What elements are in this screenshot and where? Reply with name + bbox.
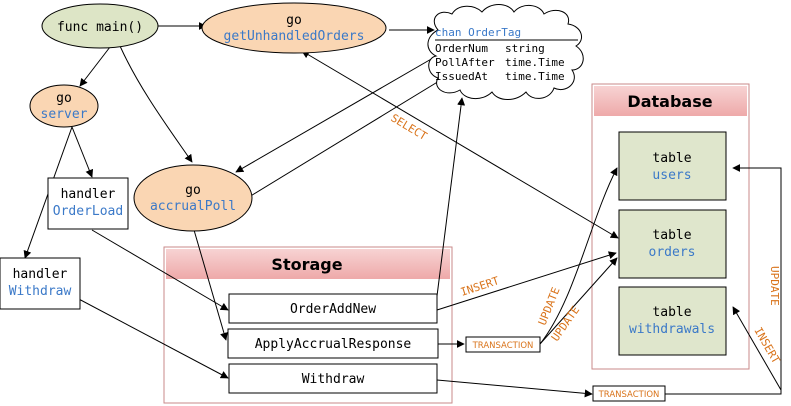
server-name: server bbox=[41, 107, 88, 122]
storage-methods: OrderAddNew ApplyAccrualResponse Withdra… bbox=[227, 293, 439, 394]
getunhandled-name: getUnhandledOrders bbox=[224, 29, 365, 44]
chan-field-1-name: PollAfter bbox=[435, 56, 495, 69]
accrualpoll-name: accrualPoll bbox=[150, 199, 236, 214]
server-kw: go bbox=[56, 91, 72, 106]
node-main: func main() bbox=[41, 3, 159, 49]
storage-title: Storage bbox=[271, 255, 342, 274]
edge-orderload-to-orderaddnew bbox=[91, 229, 229, 311]
node-handler-orderload: handler OrderLoad bbox=[47, 177, 129, 230]
node-server: go server bbox=[29, 84, 99, 128]
label-select: SELECT bbox=[388, 111, 429, 143]
table-users-name: users bbox=[652, 168, 691, 183]
edge-tx2-to-withdrawals bbox=[732, 306, 782, 391]
table-withdrawals-name: withdrawals bbox=[629, 322, 715, 337]
node-getunhandledorders: go getUnhandledOrders bbox=[201, 2, 387, 54]
method-apply-label: ApplyAccrualResponse bbox=[255, 337, 412, 352]
label-update-3: UPDATE bbox=[768, 266, 781, 306]
table-withdrawals-kw: table bbox=[652, 305, 691, 320]
table-users: table users bbox=[618, 131, 727, 201]
method-applyaccrualresponse: ApplyAccrualResponse bbox=[227, 328, 439, 359]
method-orderaddnew-label: OrderAddNew bbox=[290, 302, 376, 317]
edge-orderaddnew-to-orders bbox=[436, 251, 617, 311]
node-accrualpoll: go accrualPoll bbox=[133, 164, 253, 232]
chan-ordertag-cloud: chan OrderTag OrderNum string PollAfter … bbox=[427, 4, 584, 100]
edges bbox=[23, 22, 782, 398]
edge-tx1-to-users bbox=[539, 167, 618, 345]
chan-field-0-name: OrderNum bbox=[435, 42, 488, 55]
table-orders-name: orders bbox=[649, 245, 696, 260]
database-title: Database bbox=[627, 92, 712, 111]
chan-field-2-type: time.Time bbox=[505, 70, 565, 83]
transaction-label-2: TRANSACTION bbox=[598, 390, 660, 400]
edge-main-to-server bbox=[79, 46, 111, 87]
edge-chan-to-accrualpoll bbox=[235, 57, 434, 173]
edge-select bbox=[301, 50, 619, 239]
edge-withdraw-to-withdraw bbox=[57, 287, 229, 379]
edge-main-to-accrualpoll bbox=[119, 45, 193, 163]
method-orderaddnew: OrderAddNew bbox=[228, 293, 438, 324]
table-users-kw: table bbox=[652, 151, 691, 166]
transaction-label-1: TRANSACTION bbox=[472, 341, 534, 351]
edge-accrualpoll-to-apply bbox=[193, 229, 228, 341]
chan-field-1-type: time.Time bbox=[505, 56, 565, 69]
method-withdraw: Withdraw bbox=[228, 363, 438, 394]
table-orders-kw: table bbox=[652, 228, 691, 243]
main-label: func main() bbox=[57, 20, 143, 35]
chan-title: chan OrderTag bbox=[435, 26, 521, 39]
label-insert-1: INSERT bbox=[459, 274, 501, 299]
label-insert-2: INSERT bbox=[751, 325, 782, 366]
edge-tx2-to-users bbox=[664, 164, 782, 395]
method-withdraw-label: Withdraw bbox=[302, 372, 365, 387]
orderload-name: OrderLoad bbox=[53, 204, 123, 219]
chan-field-2-name: IssuedAt bbox=[435, 70, 488, 83]
chan-field-0-type: string bbox=[505, 42, 545, 55]
transaction-box-2: TRANSACTION bbox=[592, 385, 666, 402]
getunhandled-kw: go bbox=[286, 13, 302, 28]
edge-tx1-to-orders bbox=[539, 257, 618, 345]
edge-withdraw-to-tx2 bbox=[436, 379, 593, 398]
database-tables: table users table orders table withdrawa… bbox=[618, 131, 727, 356]
withdraw-name: Withdraw bbox=[9, 284, 72, 299]
table-withdrawals: table withdrawals bbox=[618, 286, 727, 356]
withdraw-kw: handler bbox=[13, 267, 68, 282]
node-handler-withdraw: handler Withdraw bbox=[0, 257, 81, 310]
edge-server-to-orderload bbox=[71, 126, 94, 178]
transaction-box-1: TRANSACTION bbox=[465, 336, 541, 353]
table-orders: table orders bbox=[618, 209, 727, 279]
orderload-kw: handler bbox=[61, 187, 116, 202]
accrualpoll-kw: go bbox=[185, 183, 201, 198]
